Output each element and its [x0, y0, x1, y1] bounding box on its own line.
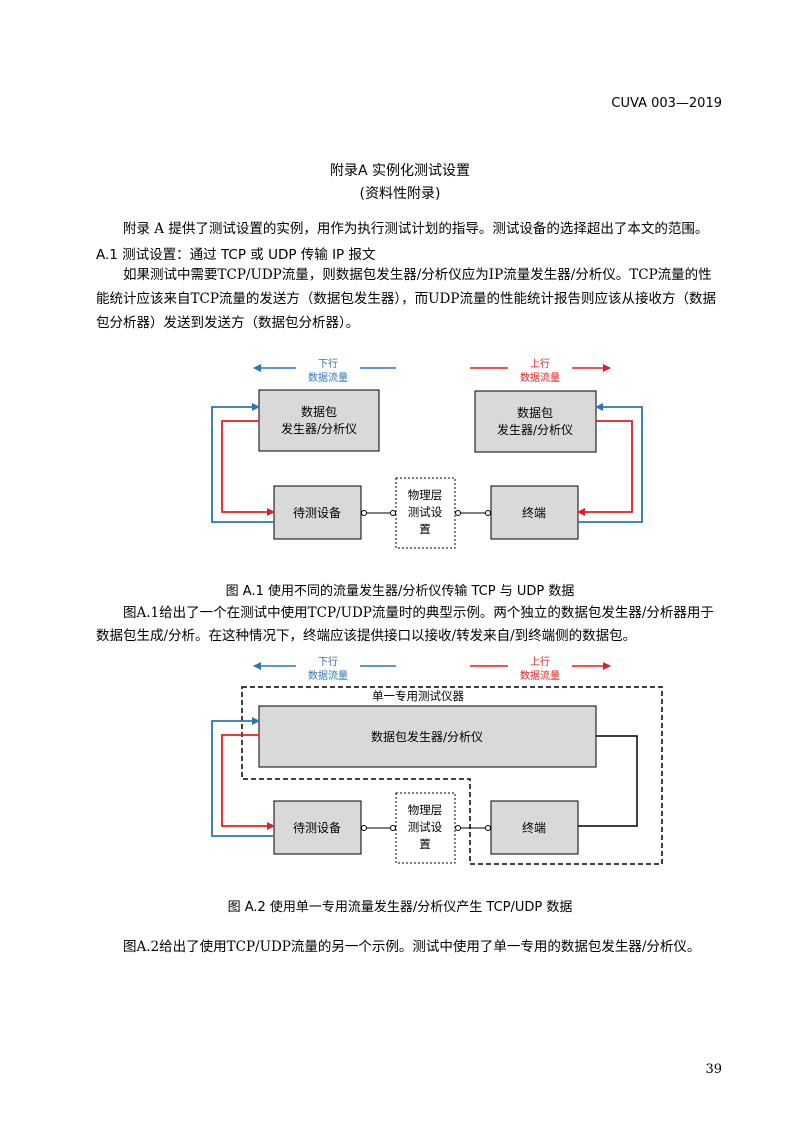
port-terminal-2: [485, 825, 491, 831]
figure-a2-diagram: 下行 数据流量 上行 数据流量 单一专用测试仪器 数据包发生器/分析仪 待测设备…: [211, 655, 663, 865]
phy-label-2: 测试设: [408, 505, 443, 519]
terminal-box: [490, 485, 579, 540]
page-number: 39: [705, 1062, 722, 1077]
generator-label: 数据包发生器/分析仪: [371, 729, 483, 744]
generator-left-label-2: 发生器/分析仪: [281, 421, 357, 436]
downlink-label-2: 数据流量: [308, 371, 348, 384]
terminal-label: 终端: [522, 505, 546, 520]
dut-label: 待测设备: [293, 506, 341, 520]
single-instrument-outline: [241, 686, 663, 865]
downlink-path-left: [211, 403, 274, 523]
uplink-path-left: [221, 420, 275, 516]
port-dut-2: [361, 825, 367, 831]
generator-right-box: [474, 390, 597, 453]
downlink-path-right: [578, 403, 643, 523]
uplink-path-left-2: [221, 734, 275, 830]
section-heading-a1: A.1 测试设置：通过 TCP 或 UDP 传输 IP 报文: [96, 247, 376, 263]
port-phy-right-2: [455, 825, 461, 831]
dut-box: [273, 485, 362, 540]
uplink-label-2: 数据流量: [520, 371, 560, 384]
phy-label-3-fig2: 置: [419, 837, 431, 851]
single-instrument-label: 单一专用测试仪器: [372, 689, 464, 703]
a1-paragraph-line3: 包分析器）发送到发送方（数据包分析器）。: [96, 315, 360, 331]
generator-right-label-2: 发生器/分析仪: [497, 422, 573, 437]
phy-label-2-fig2: 测试设: [408, 820, 443, 834]
appendix-subtitle: (资料性附录): [359, 186, 441, 202]
figure-a1-diagram: 下行 数据流量 上行 数据流量 数据包 发生器/分析仪 数据包 发生器/分析仪 …: [211, 357, 643, 549]
port-terminal: [485, 510, 491, 516]
fig1-desc-line2: 数据包生成/分析。在这种情况下，终端应该提供接口以接收/转发来自/到终端侧的数据…: [96, 628, 637, 644]
document-code: CUVA 003—2019: [611, 96, 722, 111]
uplink-label-2-fig2: 数据流量: [520, 669, 560, 682]
port-dut: [361, 510, 367, 516]
phy-label-3: 置: [419, 522, 431, 536]
downlink-path-left-2: [211, 717, 274, 837]
downlink-label-1: 下行: [318, 357, 338, 370]
generator-terminal-link: [578, 735, 638, 827]
appendix-title: 附录A 实例化测试设置: [329, 163, 471, 179]
generator-left-box: [258, 389, 380, 452]
a1-paragraph-line2: 能统计应该来自TCP流量的发送方（数据包发生器），而UDP流量的性能统计报告则应…: [96, 291, 716, 307]
port-phy-left-2: [390, 825, 396, 831]
intro-paragraph: 附录 A 提供了测试设置的实例，用作为执行测试计划的指导。测试设备的选择超出了本…: [123, 221, 709, 237]
port-phy-right: [455, 510, 461, 516]
terminal-box-2: [490, 800, 579, 855]
port-phy-left: [390, 510, 396, 516]
fig1-desc-line1: 图A.1给出了一个在测试中使用TCP/UDP流量时的典型示例。两个独立的数据包发…: [123, 605, 714, 621]
figure-a2-caption: 图 A.2 使用单一专用流量发生器/分析仪产生 TCP/UDP 数据: [227, 900, 573, 915]
downlink-label-2-fig2: 数据流量: [308, 669, 348, 682]
dut-label-2: 待测设备: [293, 821, 341, 835]
uplink-label-1-fig2: 上行: [530, 655, 550, 668]
figure-a1-caption: 图 A.1 使用不同的流量发生器/分析仪传输 TCP 与 UDP 数据: [225, 584, 575, 599]
downlink-label-1-fig2: 下行: [318, 655, 338, 668]
terminal-label-2: 终端: [522, 820, 546, 835]
uplink-label-1: 上行: [530, 357, 550, 370]
phy-test-box: [395, 477, 456, 549]
generator-left-label-1: 数据包: [301, 404, 337, 419]
generator-right-label-1: 数据包: [517, 405, 553, 420]
fig2-desc: 图A.2给出了使用TCP/UDP流量的另一个示例。测试中使用了单一专用的数据包发…: [123, 939, 701, 955]
uplink-path-right: [577, 420, 633, 516]
phy-label-1: 物理层: [408, 488, 443, 502]
a1-paragraph-line1: 如果测试中需要TCP/UDP流量，则数据包发生器/分析仪应为IP流量发生器/分析…: [123, 267, 712, 283]
phy-label-1-fig2: 物理层: [408, 803, 443, 817]
